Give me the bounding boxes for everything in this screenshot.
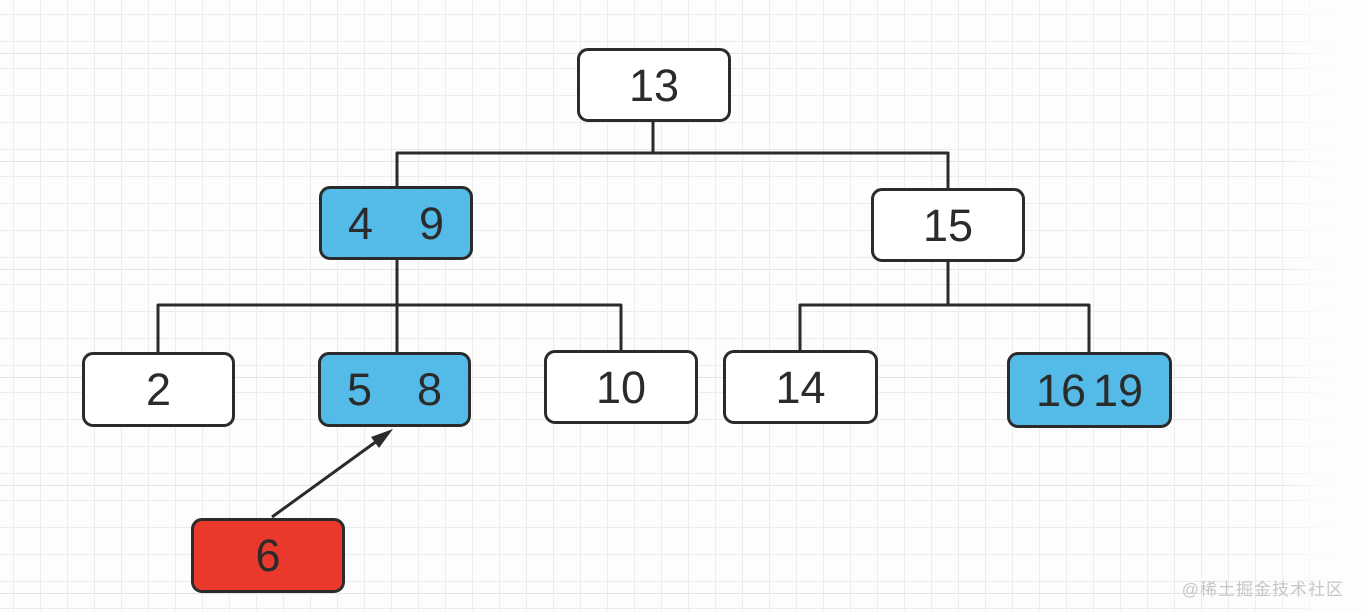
node-key: 9 — [418, 197, 444, 249]
juejin-watermark: @稀土掘金技术社区 — [1181, 580, 1344, 599]
connector-rail-15-children — [798, 303, 1091, 353]
node-key: 2 — [145, 364, 172, 415]
tree-node-14: 14 — [723, 350, 878, 424]
tree-node-6-inserting: 6 — [191, 518, 345, 593]
tree-node-4-9: 4 9 — [319, 186, 473, 260]
tree-node-15: 15 — [871, 188, 1025, 262]
node-key: 13 — [628, 59, 680, 111]
tree-node-5-8: 5 8 — [318, 352, 471, 427]
node-key: 14 — [775, 361, 826, 413]
tree-node-2: 2 — [82, 352, 235, 427]
tree-node-13: 13 — [577, 48, 731, 122]
insert-arrow-head — [371, 429, 393, 448]
node-key: 8 — [416, 364, 442, 415]
tree-node-10: 10 — [544, 350, 698, 424]
tree-node-16-19: 16 19 — [1007, 352, 1172, 428]
node-key: 6 — [255, 530, 281, 581]
node-key: 10 — [595, 361, 647, 413]
node-key: 15 — [922, 199, 974, 251]
node-key: 5 — [347, 364, 373, 415]
node-key: 19 — [1092, 364, 1143, 416]
node-key: 4 — [348, 197, 374, 249]
connector-rail-49-children — [156, 303, 623, 353]
node-key: 16 — [1036, 364, 1087, 416]
connector-rail-level2 — [395, 151, 950, 189]
insert-arrow-line — [271, 439, 378, 519]
